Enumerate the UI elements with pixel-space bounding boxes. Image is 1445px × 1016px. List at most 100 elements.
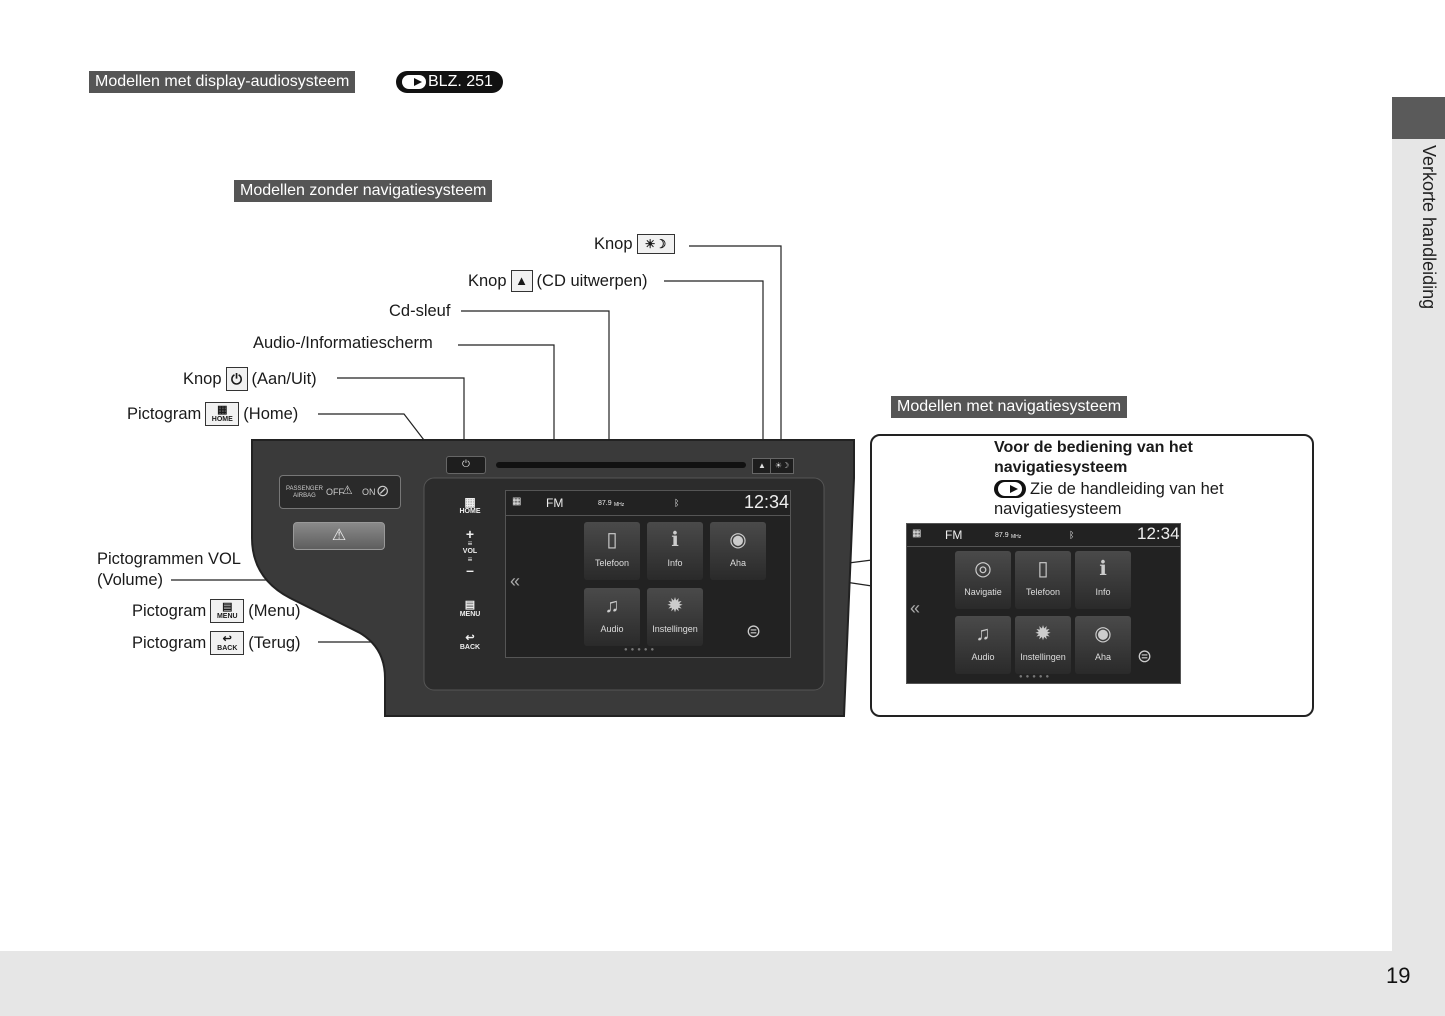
back-button-label: BACK — [459, 644, 481, 651]
tile-phone[interactable]: ▯ Telefoon — [584, 522, 640, 580]
home-grid-icon: ▦HOME — [205, 402, 240, 426]
sun-moon-icon: ☀☽ — [636, 234, 675, 254]
info-icon: ℹ — [671, 529, 679, 551]
label-back-icon: Pictogram ↩BACK (Terug) — [132, 631, 301, 655]
tile-label: Navigatie — [964, 587, 1002, 597]
bluetooth-icon: ᛒ — [1069, 530, 1075, 540]
nav-screen: ▦ FM 87.9 MHz ᛒ 12:34 « ◎ Navigatie ▯ Tele… — [906, 523, 1181, 684]
tile-label: Audio — [600, 624, 624, 634]
airbag-off-label: OFF — [326, 487, 344, 497]
tile-label: Telefoon — [1025, 587, 1061, 597]
grid-icon[interactable]: ▦ — [912, 528, 922, 539]
apps-icon[interactable]: ⊜ — [1137, 646, 1153, 666]
grid-icon[interactable]: ▦ — [512, 496, 522, 507]
volume-label: VOL — [462, 548, 478, 555]
frequency-unit: MHz — [614, 502, 625, 508]
menu-button-label: MENU — [459, 611, 481, 618]
clock: 12:34 — [1137, 524, 1180, 543]
power-button[interactable]: ⏻ — [446, 456, 486, 474]
airbag-on-label: ON — [362, 487, 376, 497]
tile-label: Instellingen — [652, 624, 698, 634]
phone-icon: ▯ — [606, 529, 618, 551]
frequency: 87.9 — [995, 532, 1009, 539]
label-vol-line2: (Volume) — [97, 571, 164, 589]
gear-icon: ✹ — [1034, 623, 1052, 645]
home-grid-icon: ▦ — [464, 495, 476, 509]
bluetooth-icon: ᛒ — [674, 498, 680, 508]
page-dots: ●●●●● — [1019, 674, 1053, 680]
page-number: 19 — [1386, 963, 1411, 988]
label-audio-screen: Audio-/Informatiescherm — [253, 334, 433, 352]
band-label: FM — [945, 528, 963, 542]
tile-aha[interactable]: ◉Aha — [1075, 616, 1131, 674]
sub-header-nav: Modellen met navigatiesysteem — [891, 396, 1128, 418]
label-vol-line1: Pictogrammen VOL — [97, 550, 241, 568]
brightness-button[interactable]: ☀☽ — [770, 458, 794, 474]
clock: 12:34 — [744, 492, 790, 512]
compass-icon: ◎ — [974, 558, 992, 580]
volume-down-icon[interactable]: – — [466, 562, 474, 578]
volume-bar-icon-2: ≡ — [467, 555, 473, 564]
label-home-icon: Pictogram ▦HOME (Home) — [127, 402, 298, 426]
music-note-icon: ♫ — [604, 595, 620, 617]
back-button[interactable]: ↩ BACK — [457, 633, 483, 652]
tile-label: Info — [667, 558, 683, 568]
volume-buttons[interactable]: + ≡ VOL ≡ – — [460, 526, 480, 578]
nav-title-line2: navigatiesysteem — [994, 459, 1128, 476]
airbag-indicator: PASSENGER AIRBAG OFF ⚠ ON ⊘ — [279, 475, 401, 509]
side-tab-marker — [1392, 97, 1445, 139]
nav-note-line1: Zie de handleiding van het — [994, 479, 1224, 499]
eject-button[interactable]: ▲ — [752, 458, 772, 474]
phone-icon: ▯ — [1037, 558, 1049, 580]
back-icon: ↩ — [465, 632, 475, 644]
menu-icon: ▤MENU — [210, 599, 245, 623]
label-menu-icon: Pictogram ▤MENU (Menu) — [132, 599, 301, 623]
tile-aha[interactable]: ◉ Aha — [710, 522, 766, 580]
music-note-icon: ♫ — [975, 623, 991, 645]
side-tab-label: Verkorte handleiding — [1419, 145, 1439, 310]
tile-label: Aha — [729, 558, 746, 568]
tile-label: Info — [1095, 587, 1111, 597]
menu-button[interactable]: ▤ MENU — [457, 600, 483, 619]
eject-icon: ▲ — [510, 270, 533, 292]
passenger-airbag-icon: ⚠ — [342, 483, 353, 497]
label-brightness-button: Knop ☀☽ — [594, 234, 675, 254]
tile-label: Audio — [971, 652, 995, 662]
airbag-label-line2: AIRBAG — [293, 493, 316, 499]
tile-label: Telefoon — [594, 558, 630, 568]
sub-header-no-nav: Modellen zonder navigatiesysteem — [234, 180, 493, 202]
frequency-unit: MHz — [1011, 534, 1022, 540]
chevron-left-icon[interactable]: « — [910, 598, 921, 618]
volume-up-icon[interactable]: + — [465, 526, 475, 542]
cd-slot — [496, 462, 746, 468]
tile-settings[interactable]: ✹Instellingen — [647, 588, 703, 646]
airbag-disabled-icon: ⊘ — [376, 483, 390, 500]
chevron-left-icon[interactable]: « — [510, 571, 521, 591]
tile-navigation[interactable]: ◎ Navigatie — [955, 551, 1011, 609]
page-footer — [0, 951, 1392, 1016]
tile-audio[interactable]: ♫ Audio — [584, 588, 640, 646]
airbag-label-line1: PASSENGER — [286, 486, 323, 492]
band-label: FM — [546, 496, 564, 510]
label-power-button: Knop ⏻ (Aan/Uit) — [183, 367, 317, 391]
hazard-button[interactable]: ⚠ — [293, 522, 385, 550]
side-tab — [1392, 97, 1445, 1016]
apps-icon[interactable]: ⊜ — [746, 621, 762, 641]
home-button-label: HOME — [459, 508, 481, 515]
tile-settings[interactable]: ✹Instellingen — [1015, 616, 1071, 674]
power-icon: ⏻ — [225, 367, 248, 391]
home-button[interactable]: ▦ HOME — [458, 496, 482, 516]
nav-title-line1: Voor de bediening van het — [994, 439, 1193, 456]
nav-note-line2: navigatiesysteem — [994, 500, 1122, 518]
back-icon: ↩BACK — [210, 631, 245, 655]
label-eject-button: Knop ▲ (CD uitwerpen) — [468, 270, 648, 292]
tile-audio[interactable]: ♫ Audio — [955, 616, 1011, 674]
aha-icon: ◉ — [729, 529, 747, 551]
page-reference-link[interactable]: BLZ. 251 — [396, 71, 503, 93]
tile-phone[interactable]: ▯ Telefoon — [1015, 551, 1071, 609]
arrow-right-icon — [402, 75, 426, 89]
menu-icon: ▤ — [464, 599, 476, 611]
